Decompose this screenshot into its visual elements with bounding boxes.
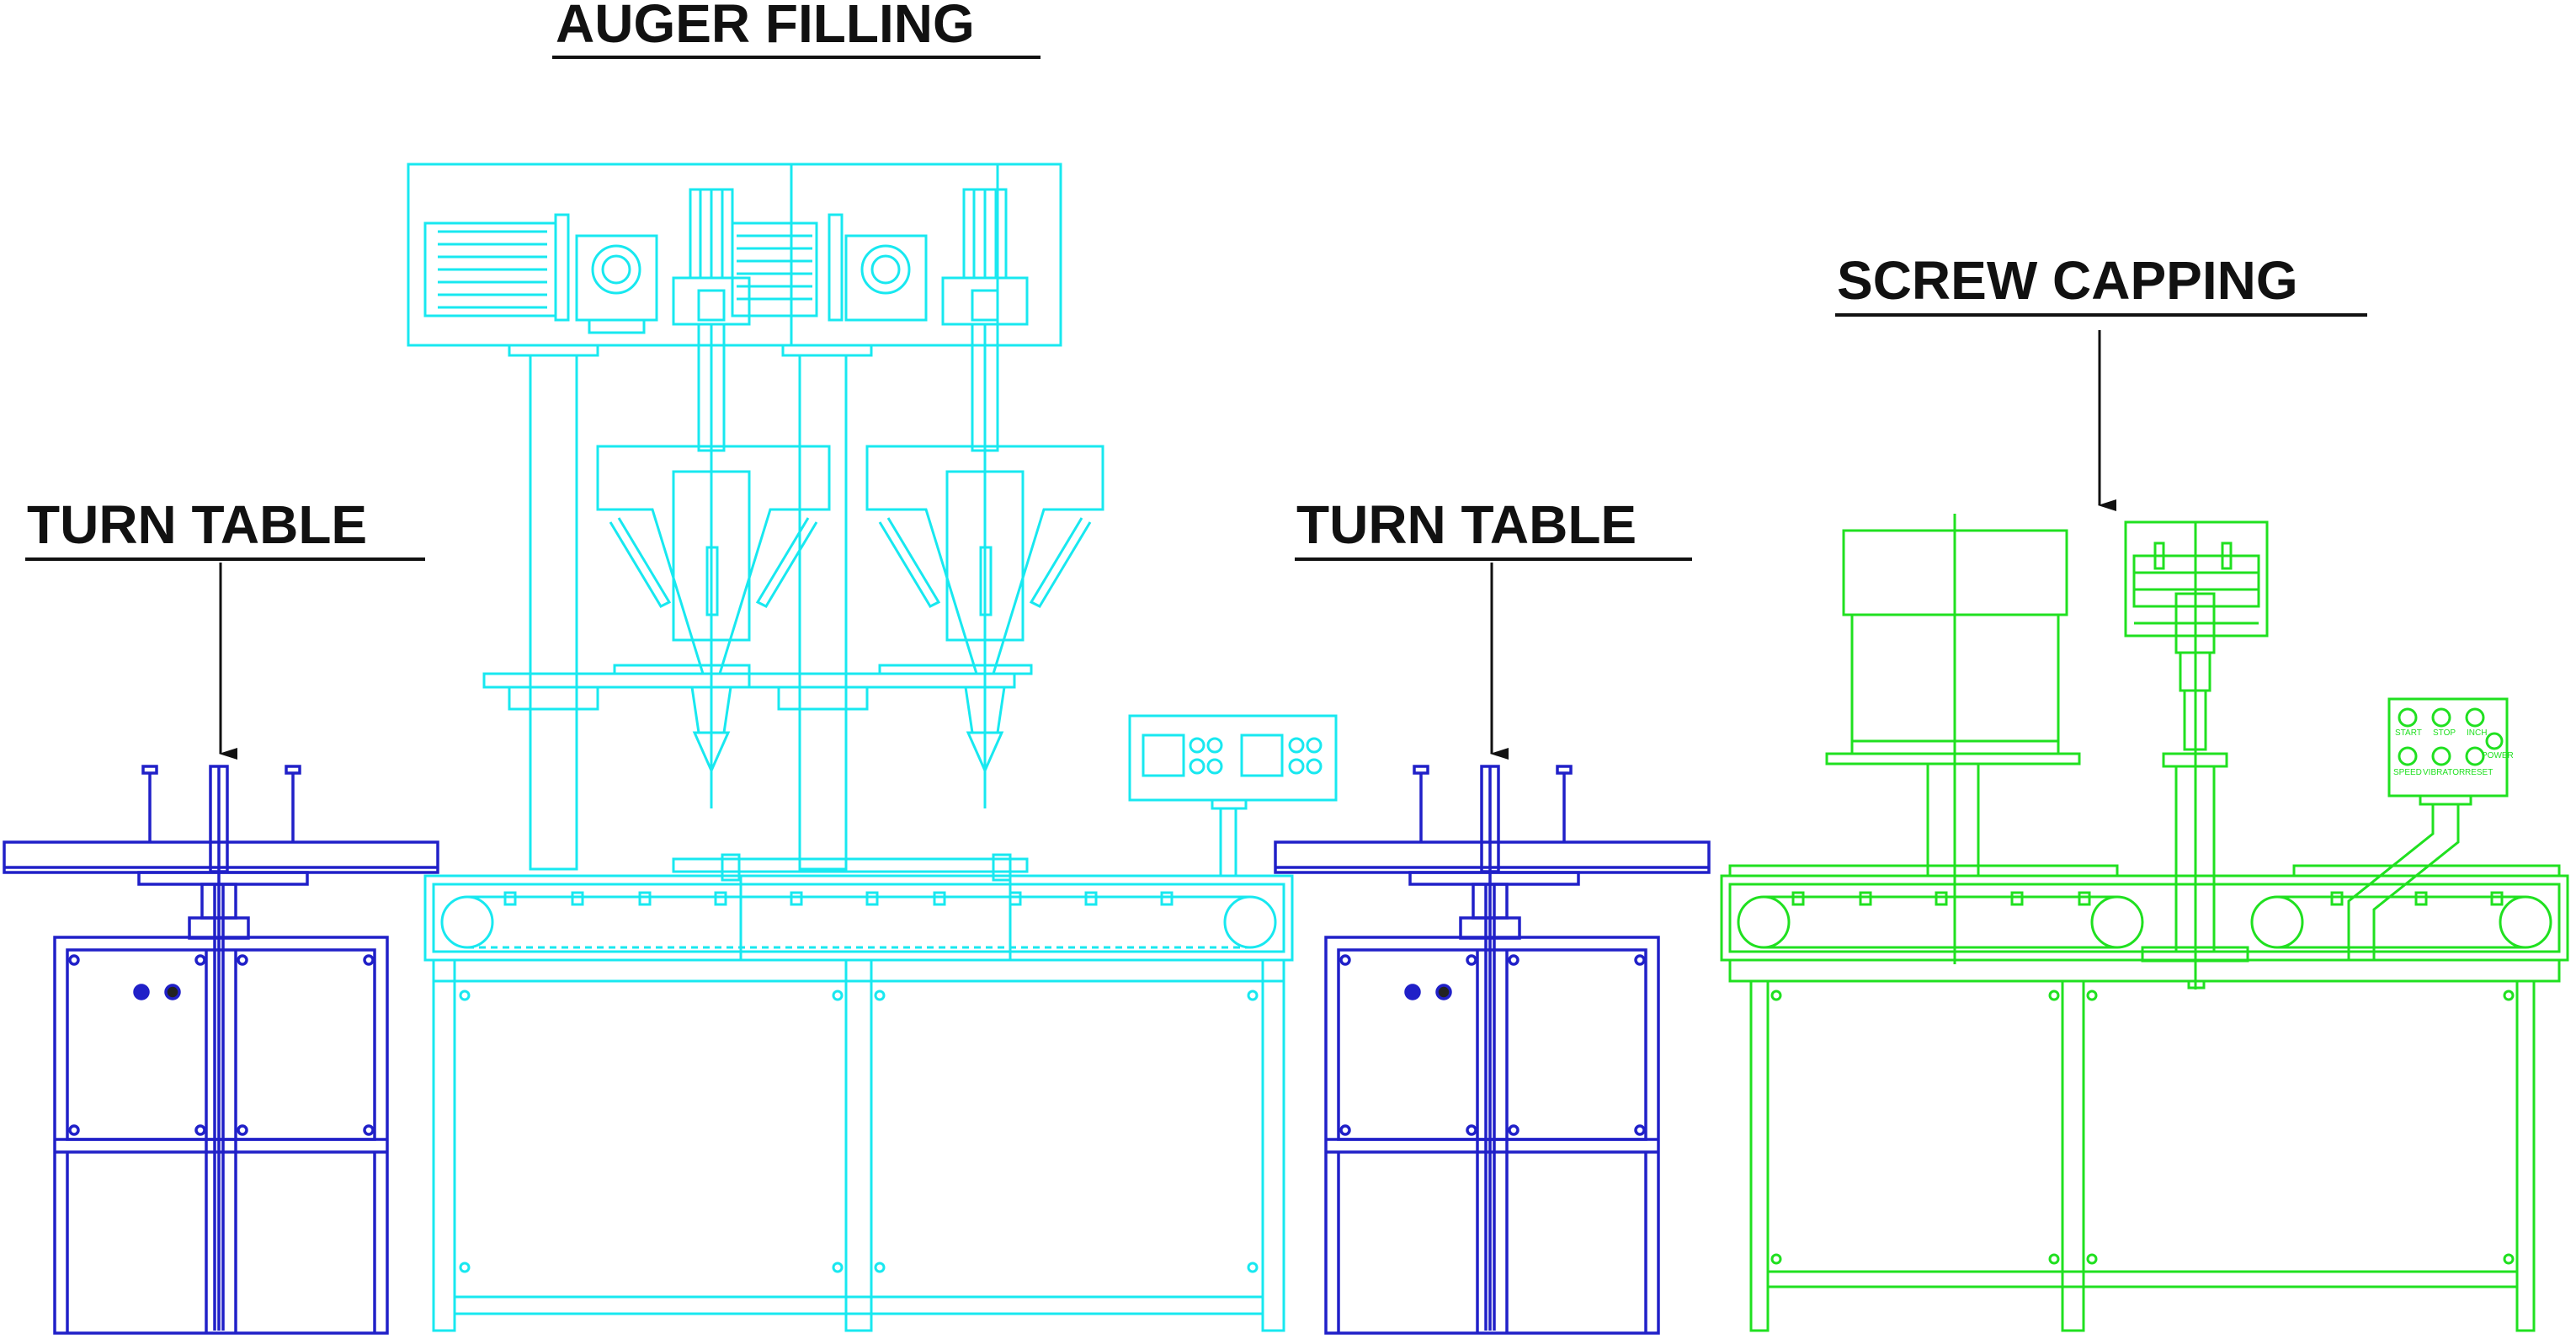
label-turn-table-right: TURN TABLE: [1295, 494, 1692, 760]
label-auger-filling: AUGER FILLING: [552, 0, 1041, 59]
capping-panel-labels: START STOP INCH SPEED VIBRATOR RESET POW…: [2393, 728, 2514, 777]
svg-text:AUGER FILLING: AUGER FILLING: [556, 0, 975, 54]
svg-text:STOP: STOP: [2433, 728, 2456, 738]
screw-capping-machine: [1720, 514, 2569, 1332]
svg-text:POWER: POWER: [2482, 751, 2514, 760]
label-turn-table-left: TURN TABLE: [25, 494, 425, 760]
svg-text:INCH: INCH: [2467, 728, 2487, 738]
label-screw-capping: SCREW CAPPING: [1835, 250, 2367, 511]
svg-text:TURN TABLE: TURN TABLE: [1296, 494, 1637, 555]
svg-text:SPEED: SPEED: [2393, 768, 2422, 777]
svg-text:SCREW CAPPING: SCREW CAPPING: [1837, 250, 2298, 311]
turn-table-right-machine: [1274, 765, 1711, 1335]
svg-text:RESET: RESET: [2465, 768, 2493, 777]
turn-table-left-machine: [3, 765, 439, 1335]
svg-text:VIBRATOR: VIBRATOR: [2423, 768, 2465, 777]
svg-text:TURN TABLE: TURN TABLE: [27, 494, 367, 555]
svg-text:START: START: [2395, 728, 2422, 738]
auger-filling-machine: [407, 163, 1338, 1332]
